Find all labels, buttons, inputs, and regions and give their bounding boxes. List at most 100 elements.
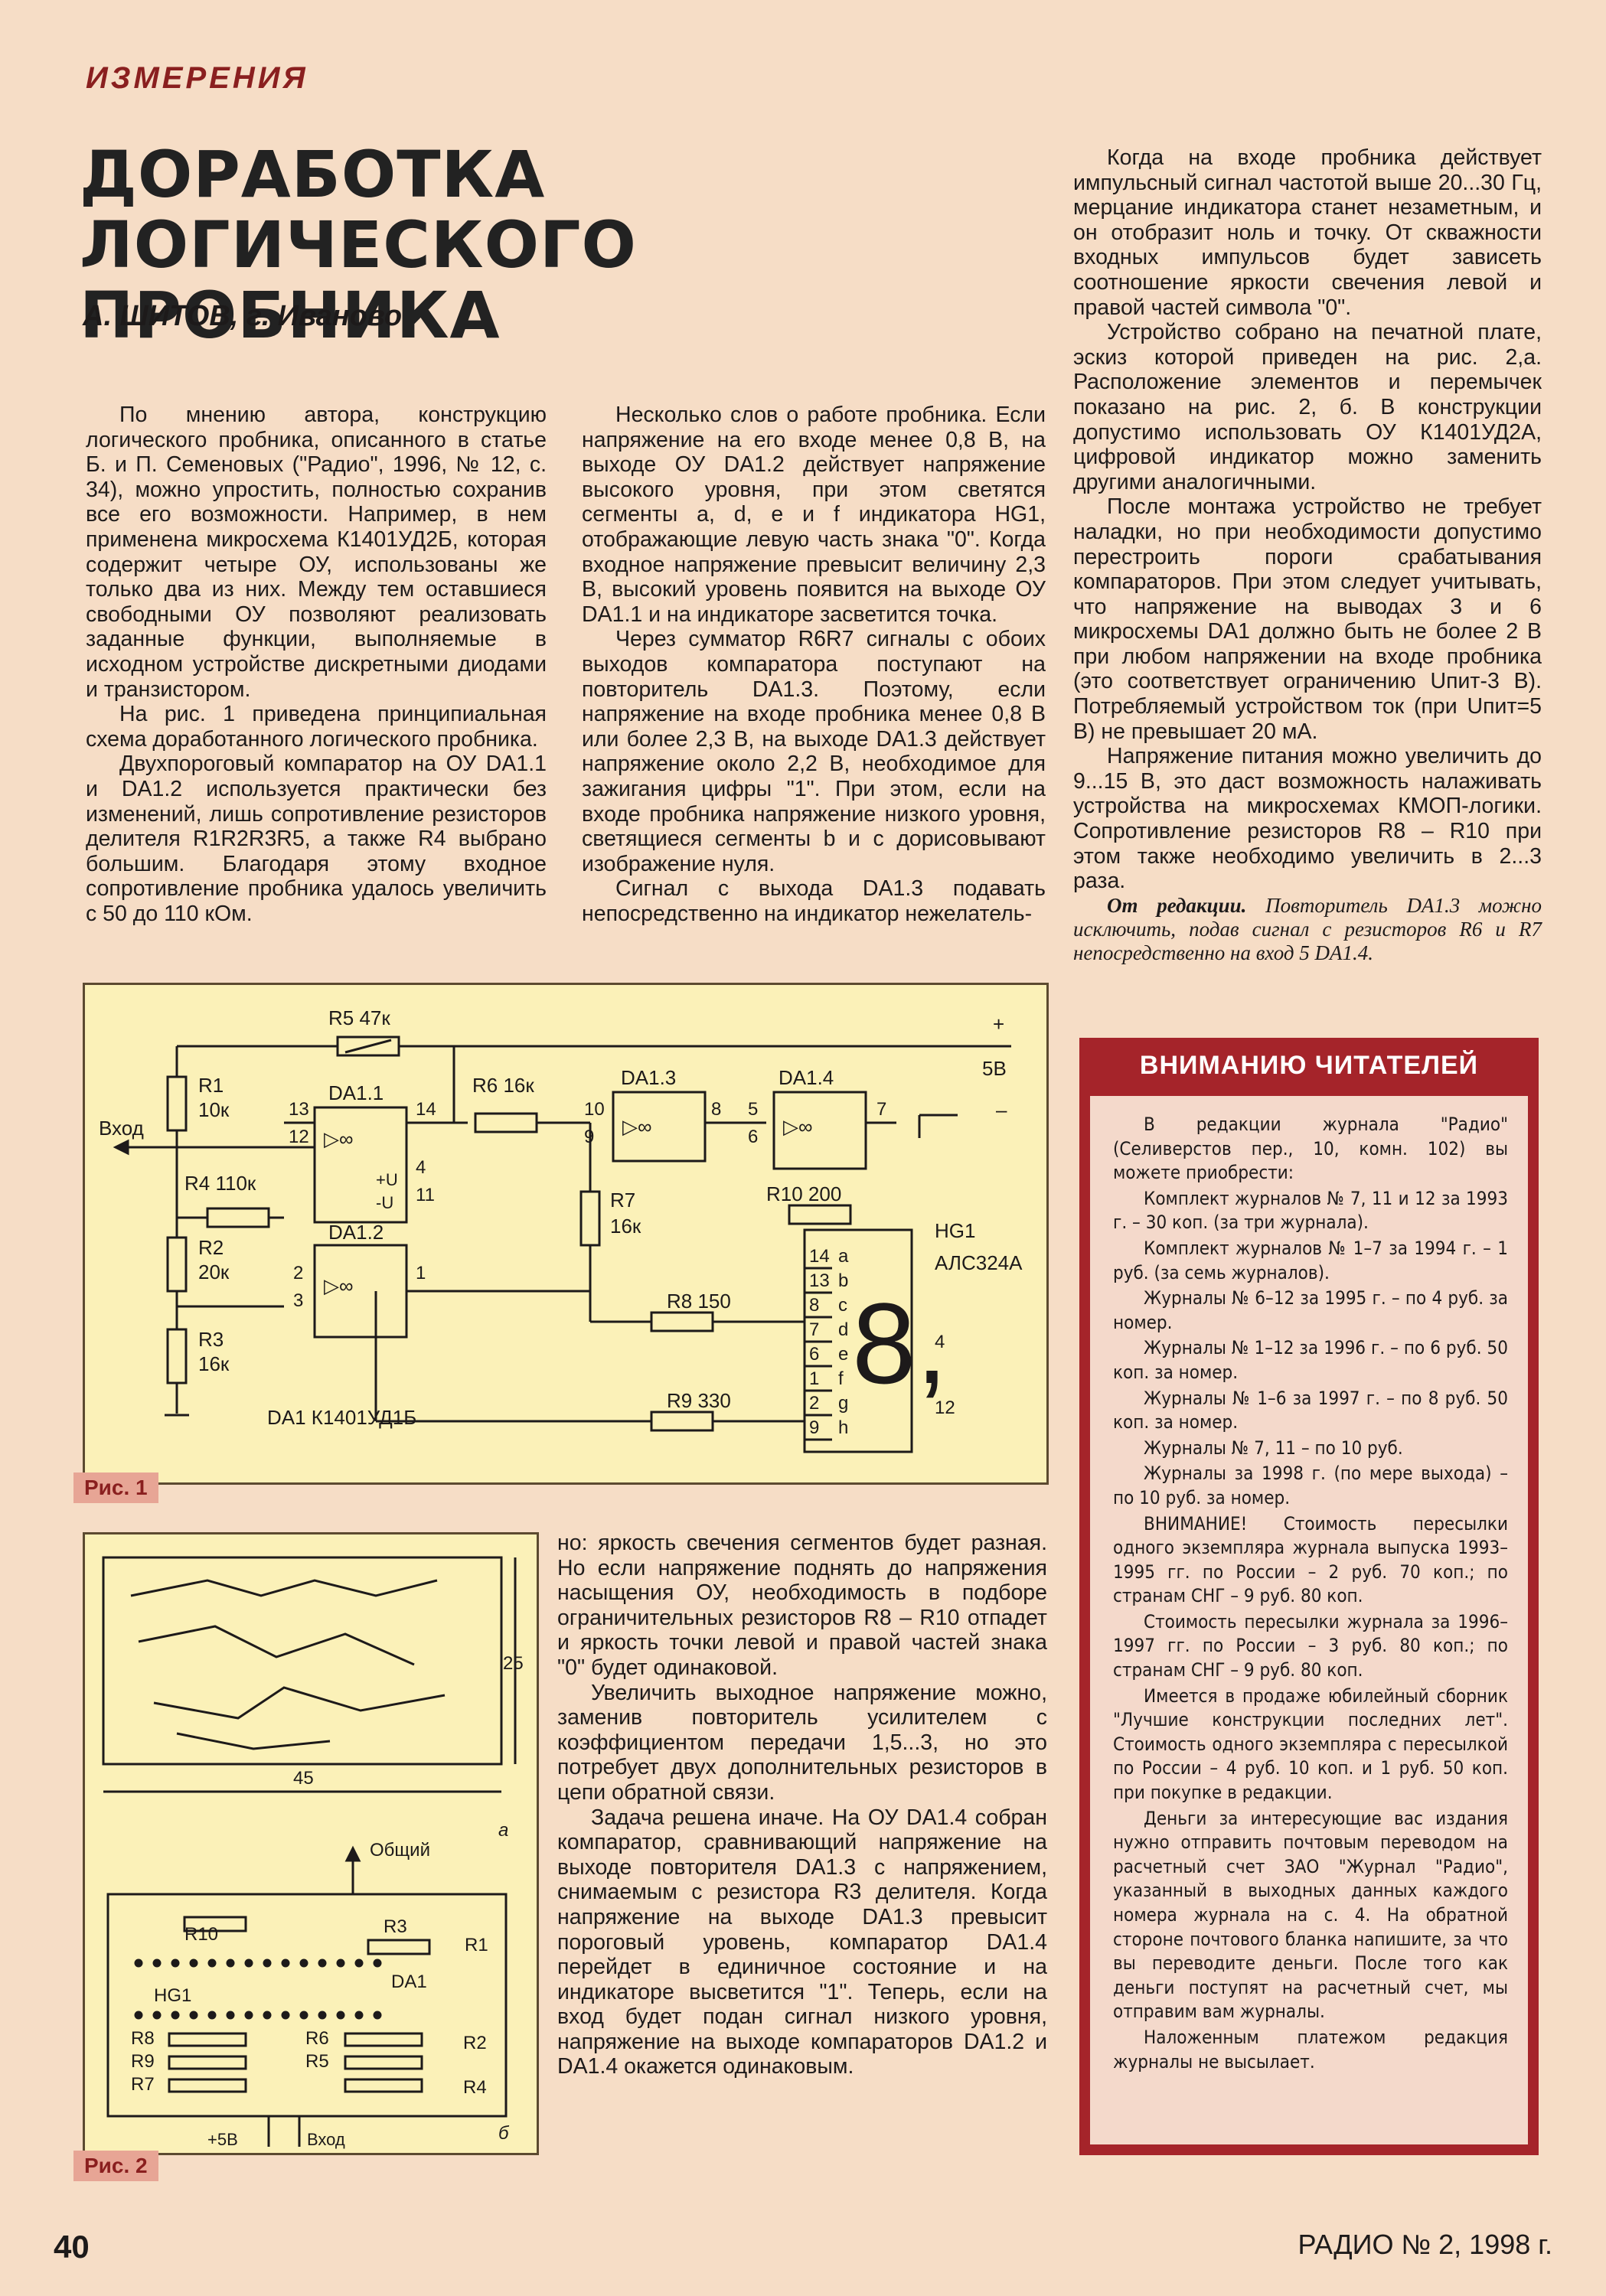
resistor-r10 <box>788 1204 852 1225</box>
label-pin8: 8 <box>711 1099 721 1120</box>
arrow-icon <box>113 1139 129 1156</box>
label-r5: R5 47к <box>328 1006 390 1029</box>
resistor-r1 <box>166 1075 188 1132</box>
pcb-traces <box>130 1579 446 1750</box>
title-line-1: ДОРАБОТКА ЛОГИЧЕСКОГО <box>80 137 637 282</box>
notice-body: В редакции журнала "Радио" (Селиверстов … <box>1090 1096 1528 2144</box>
opamp-da1-3 <box>612 1091 707 1163</box>
label-da1: DA1 <box>391 1971 427 1992</box>
figure-1-schematic: R5 47к R1 10к Вход R4 110к R2 20к R3 16к… <box>83 983 1049 1485</box>
notice-item: Имеется в продаже юбилейный сборник "Луч… <box>1113 1684 1508 1804</box>
segment-pin-number: 2 <box>809 1393 819 1414</box>
pcb-hole <box>134 1958 143 1968</box>
label-common: Общий <box>370 1840 430 1861</box>
label-r10: R10 200 <box>766 1182 841 1205</box>
opamp-symbol: ▷∞ <box>622 1115 652 1138</box>
pcb-hole <box>207 1958 217 1968</box>
pcb-hole <box>244 1958 253 1968</box>
resistor-r6 <box>474 1112 538 1133</box>
label-r4: R4 110к <box>184 1172 256 1195</box>
label-pin3: 3 <box>293 1290 303 1311</box>
label-r1: R1 <box>198 1074 224 1097</box>
label-r7: R7 <box>610 1189 635 1212</box>
pcb-hole <box>299 1958 308 1968</box>
label-input: Вход <box>307 2130 345 2149</box>
label-hg-pin12: 12 <box>935 1397 955 1418</box>
segment-pin-number: 6 <box>809 1344 819 1365</box>
label-r1-value: 10к <box>198 1098 230 1121</box>
label-r8: R8 <box>131 2028 155 2049</box>
segment-name: c <box>838 1295 847 1316</box>
label-r2-value: 20к <box>198 1261 230 1283</box>
opamp-da1-4 <box>772 1091 867 1170</box>
sub-label-a: а <box>498 1820 508 1841</box>
notice-item: Журналы № 1–6 за 1997 г. – по 8 руб. 50 … <box>1113 1387 1508 1433</box>
label-vplus: +U <box>376 1170 398 1189</box>
segment-pin-number: 7 <box>809 1319 819 1340</box>
pcb-hole <box>336 1958 345 1968</box>
label-5v: 5В <box>982 1057 1007 1080</box>
pcb-hole <box>318 1958 327 1968</box>
pcb-hole <box>263 2011 272 2020</box>
label-da1-2: DA1.2 <box>328 1221 384 1244</box>
resistor-r7 <box>168 2078 247 2093</box>
segment-pin-number: 8 <box>809 1295 819 1316</box>
notice-box: ВНИМАНИЮ ЧИТАТЕЛЕЙ В редакции журнала "Р… <box>1079 1038 1539 2155</box>
editor-note: От редакции. Повторитель DA1.3 можно иск… <box>1073 894 1542 965</box>
pcb-drawing: 25 45 а Общий R10 R3 R1 HG1 DA1 R8 R9 R7… <box>102 1556 524 2149</box>
label-r10: R10 <box>184 1924 218 1945</box>
pcb-hole <box>354 2011 364 2020</box>
column-3: Когда на входе пробника действует импуль… <box>1073 145 1542 965</box>
paragraph: По мнению автора, конструкцию логическог… <box>86 403 547 702</box>
pcb-hole <box>299 2011 308 2020</box>
label-plus: + <box>993 1013 1004 1035</box>
notice-item: Наложенным платежом редакция журналы не … <box>1113 2026 1508 2073</box>
label-minus: – <box>996 1098 1007 1121</box>
figure-1-label: Рис. 1 <box>73 1473 158 1503</box>
notice-item: Комплект журналов № 1–7 за 1994 г. – 1 р… <box>1113 1237 1508 1283</box>
segment-name: g <box>838 1393 848 1414</box>
figure-2-label: Рис. 2 <box>73 2151 158 2181</box>
segment-name: f <box>838 1368 844 1389</box>
label-hg1: HG1 <box>935 1219 975 1242</box>
notice-item: Журналы № 6–12 за 1995 г. – по 4 руб. за… <box>1113 1287 1508 1333</box>
label-hg-pin4: 4 <box>935 1332 945 1352</box>
label-r8: R8 150 <box>667 1290 731 1313</box>
paragraph: Двухпороговый компаратор на ОУ DA1.1 и D… <box>86 752 547 926</box>
editor-label: От редакции. <box>1107 893 1247 917</box>
paragraph: Через сумматор R6R7 сигналы с обоих выхо… <box>582 627 1046 876</box>
label-pin6: 6 <box>748 1127 758 1147</box>
label-r9: R9 <box>131 2051 155 2072</box>
resistor-r8 <box>168 2032 247 2047</box>
label-r3: R3 <box>384 1916 407 1937</box>
resistor-r3 <box>367 1939 431 1955</box>
pcb-hole <box>189 1958 198 1968</box>
notice-text: В редакции журнала "Радио" (Селиверстов … <box>1090 1096 1528 2083</box>
pcb-holes <box>134 1958 382 2020</box>
paragraph: но: яркость свечения сегментов будет раз… <box>557 1531 1047 1680</box>
pcb-hole <box>318 2011 327 2020</box>
label-r6: R6 <box>305 2028 329 2049</box>
notice-item: Комплект журналов № 7, 11 и 12 за 1993 г… <box>1113 1187 1508 1234</box>
label-r9: R9 330 <box>667 1389 731 1412</box>
label-r7: R7 <box>131 2074 155 2095</box>
pcb-hole <box>373 2011 382 2020</box>
pcb-hole <box>134 2011 143 2020</box>
segment-name: h <box>838 1417 848 1438</box>
resistor-r5 <box>344 2055 423 2070</box>
schematic-drawing: R5 47к R1 10к Вход R4 110к R2 20к R3 16к… <box>99 1006 1023 1453</box>
label-da1-1: DA1.1 <box>328 1081 384 1104</box>
paragraph: Устройство собрано на печатной плате, эс… <box>1073 320 1542 494</box>
pcb-hole <box>207 2011 217 2020</box>
segment-name: e <box>838 1344 848 1365</box>
opamp-symbol: ▷∞ <box>324 1274 354 1297</box>
label-pin9: 9 <box>584 1127 594 1147</box>
label-pin7: 7 <box>876 1099 886 1120</box>
pcb-hole <box>281 2011 290 2020</box>
dimension-height: 25 <box>503 1653 524 1674</box>
pcb-outline <box>102 1556 503 1766</box>
indicator-digit: 8, <box>852 1279 948 1407</box>
label-r3: R3 <box>198 1328 224 1351</box>
label-chip: DA1 К1401УД1Б <box>267 1406 416 1429</box>
